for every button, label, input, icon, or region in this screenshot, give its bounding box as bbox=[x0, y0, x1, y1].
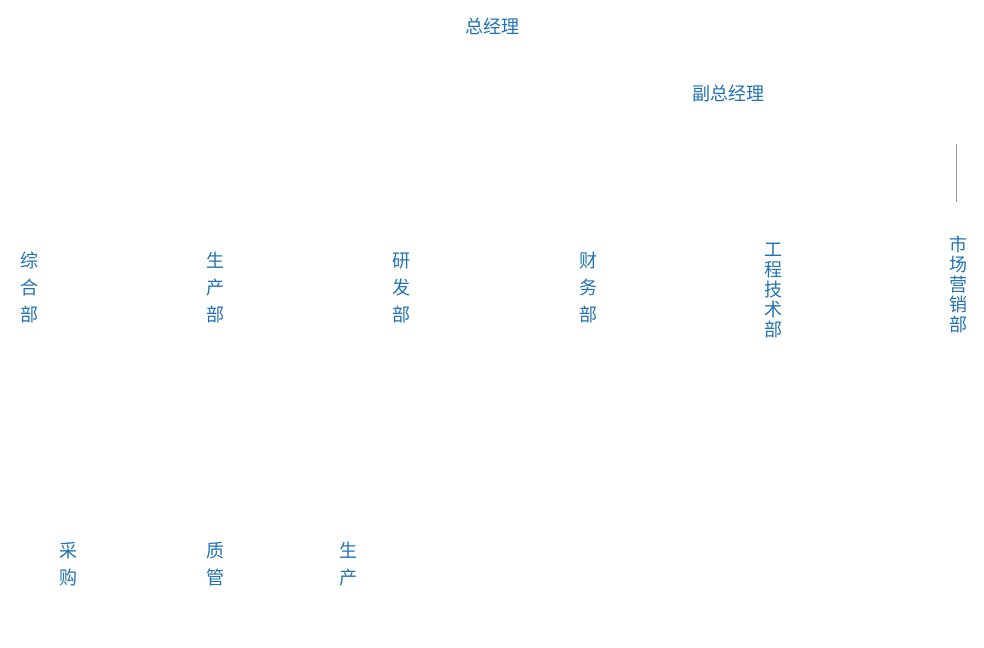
deputy-general-manager-node: 副总经理 bbox=[692, 84, 764, 105]
dept-production: 生产部 bbox=[203, 251, 224, 332]
general-manager-node: 总经理 bbox=[465, 17, 519, 38]
dept-general-affairs: 综合部 bbox=[17, 251, 38, 332]
dept-research: 研发部 bbox=[389, 251, 410, 332]
sub-unit-procurement: 采购 bbox=[56, 541, 77, 595]
dept-finance: 财务部 bbox=[576, 251, 597, 332]
dept-engineering-tech: 工程技术部 bbox=[761, 240, 782, 340]
sub-unit-quality: 质管 bbox=[203, 541, 224, 595]
marketing-connector-line bbox=[956, 144, 957, 202]
dept-marketing: 市场营销部 bbox=[946, 235, 967, 335]
sub-unit-production: 生产 bbox=[336, 541, 357, 595]
